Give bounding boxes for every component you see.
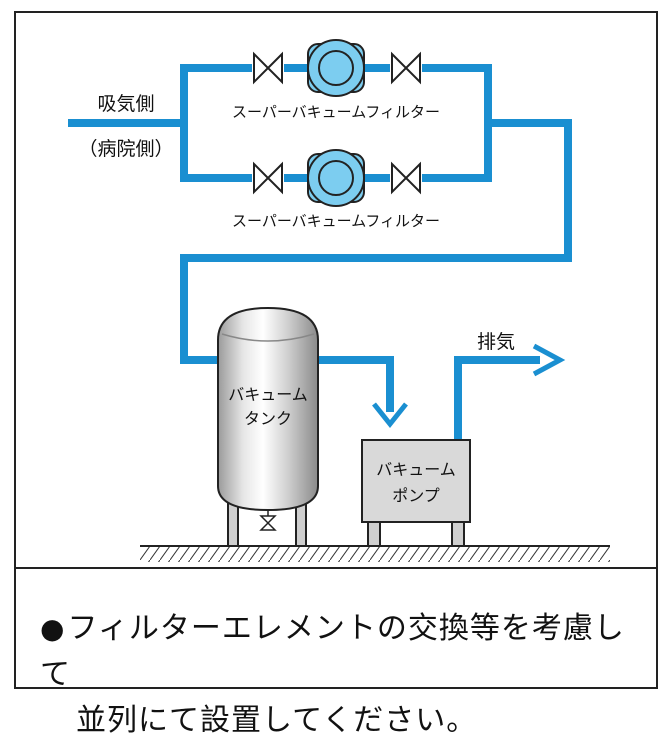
- bullet-icon: ●: [40, 612, 66, 645]
- note-line-2: 並列にて設置してください。: [76, 703, 478, 738]
- intake-label: 吸気側: [97, 93, 154, 115]
- exhaust-pipe: [454, 356, 540, 440]
- drain-valve-icon: [259, 510, 277, 531]
- ground-hatch: [140, 546, 610, 562]
- pump-feet: [367, 519, 465, 547]
- diagram-stage: 吸気側 （病院側） スーパーバキュームフィルター スーパーバキュームフィルター …: [14, 11, 658, 738]
- pump-label-2: ポンプ: [392, 486, 440, 505]
- outer-frame: [14, 11, 658, 689]
- installation-note: ●フィルターエレメントの交換等を考慮して 並列にて設置してください。: [40, 606, 650, 744]
- intake-sublabel: （病院側）: [78, 138, 173, 160]
- tank-label-1: バキューム: [228, 385, 308, 404]
- pump-label-1: バキューム: [376, 460, 456, 479]
- bottom-valve-left: [253, 161, 283, 195]
- filter-label-bottom: スーパーバキュームフィルター: [232, 212, 440, 230]
- pipe-to-tank: [180, 119, 572, 364]
- bottom-valve-right: [391, 161, 421, 195]
- top-valve-right: [391, 51, 421, 85]
- note-line-1: フィルターエレメントの交換等を考慮して: [40, 611, 625, 692]
- vacuum-tank: [217, 306, 319, 512]
- arrow-down-to-pump: [372, 402, 408, 429]
- exhaust-label: 排気: [477, 331, 515, 353]
- vacuum-pump: [361, 439, 471, 523]
- vacuum-system-diagram: 吸気側 （病院側） スーパーバキュームフィルター スーパーバキュームフィルター …: [14, 11, 658, 689]
- arrow-exhaust: [532, 343, 566, 377]
- bottom-filter-icon: [307, 149, 365, 207]
- piping: [68, 64, 572, 440]
- top-valve-left: [253, 51, 283, 85]
- filter-label-top: スーパーバキュームフィルター: [232, 103, 440, 121]
- tank-seam: [221, 333, 315, 342]
- top-filter-icon: [307, 39, 365, 97]
- tank-label-2: タンク: [244, 409, 292, 428]
- pipe-to-pump: [316, 356, 394, 412]
